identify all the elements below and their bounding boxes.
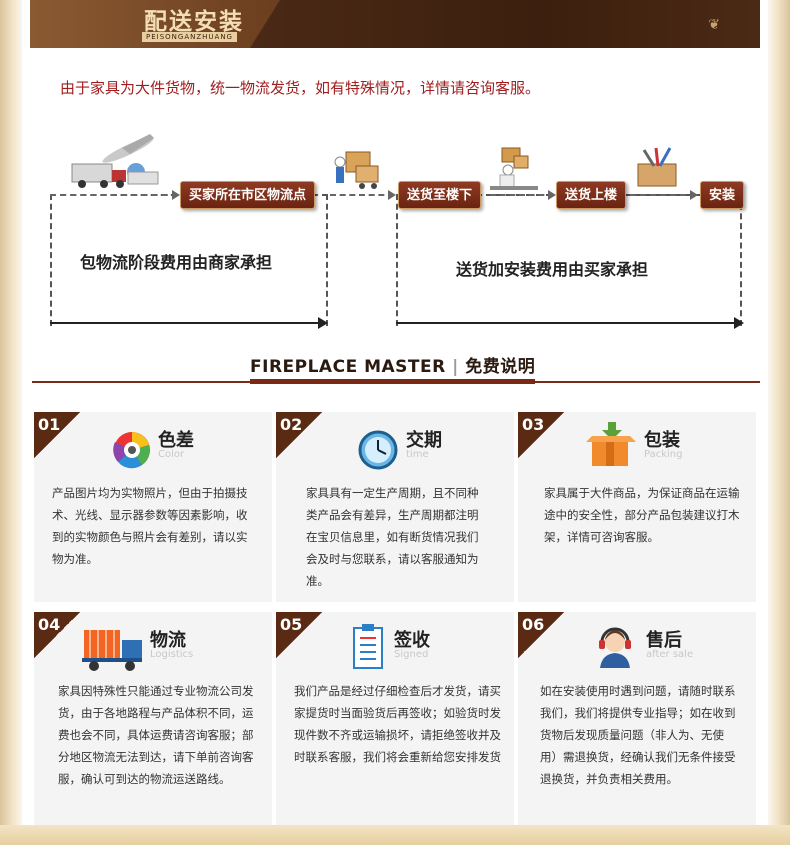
card-title: 色差 <box>158 430 194 451</box>
stair-carry-icon <box>490 147 538 190</box>
section-label: 免费说明 <box>465 357 536 377</box>
card-title: 交期 <box>406 430 442 451</box>
intro-notice: 由于家具为大件货物，统一物流发货，如有特殊情况，详情请咨询客服。 <box>60 79 541 97</box>
card-time: 02 交期 time 家具具有一定生产周期，且不同种类产品会有差异，生产周期都注… <box>276 412 514 602</box>
card-number-badge: 03 <box>518 412 564 458</box>
logistics-illustration-icon <box>71 134 159 188</box>
card-subtitle: Packing <box>644 449 683 460</box>
card-number-badge: 04 <box>34 612 80 658</box>
flow-note-left: 包物流阶段费用由商家承担 <box>80 253 273 272</box>
flow-arrow-right <box>396 317 744 329</box>
section-title: FIREPLACE MASTER | 免费说明 <box>250 352 536 384</box>
flow-step-2: 送货至楼下 <box>398 181 482 209</box>
card-number-badge: 06 <box>518 612 564 658</box>
card-after-sale: 06 售后 after sale 如在安装使用时遇到问题，请随时联系我们，我们将… <box>518 612 756 825</box>
banner-subtitle: PEISONGANZHUANG <box>142 32 237 42</box>
header-banner: 配送安装 PEISONGANZHUANG ❦ <box>30 0 760 48</box>
card-title: 签收 <box>394 630 430 651</box>
bottom-band <box>0 825 790 845</box>
delivery-worker-icon <box>334 151 379 189</box>
card-title: 包装 <box>644 430 680 451</box>
card-subtitle: after sale <box>646 649 694 660</box>
card-subtitle: Color <box>158 449 185 460</box>
flow-dash-2 <box>330 190 396 200</box>
flow-dash-3 <box>490 190 556 200</box>
flow-step-1: 买家所在市区物流点 <box>180 181 316 209</box>
tools-box-icon <box>637 147 677 187</box>
flow-dash-4 <box>630 190 698 200</box>
box-icon <box>586 422 636 466</box>
color-wheel-icon <box>113 432 150 469</box>
truck-icon <box>82 630 142 671</box>
card-body: 如在安装使用时遇到问题，请随时联系我们，我们将提供专业指导；如在收到货物后发现质… <box>540 684 736 786</box>
card-color: 01 色差 Color 产品图片均为实物照片，但由于拍摄技术、光线、显示器参数等… <box>34 412 272 602</box>
banner-title: 配送安装 <box>144 8 244 35</box>
flow-dash-1 <box>50 190 180 200</box>
card-subtitle: Logistics <box>150 649 194 660</box>
headset-agent-icon <box>599 627 631 668</box>
card-number-badge: 05 <box>276 612 322 658</box>
card-body: 产品图片均为实物照片，但由于拍摄技术、光线、显示器参数等因素影响，收到的实物颜色… <box>52 486 248 566</box>
section-divider <box>32 381 760 383</box>
card-packing: 03 包装 Packing 家具属于大件商品，为保证商品在运输途中的安全性，部分… <box>518 412 756 602</box>
card-signed: 05 签收 Signed 我们产品是经过仔细检查后才发货，请买家提货时当面验货后… <box>276 612 514 825</box>
section-brand: FIREPLACE MASTER <box>250 357 446 377</box>
ornament-icon: ❦ <box>708 17 720 33</box>
card-number-badge: 01 <box>34 412 80 458</box>
flow-note-right: 送货加安装费用由买家承担 <box>456 260 649 279</box>
flow-arrow-left <box>50 317 328 329</box>
card-body: 我们产品是经过仔细检查后才发货，请买家提货时当面验货后再签收；如验货时发现件数不… <box>294 684 501 764</box>
clipboard-icon <box>353 624 383 669</box>
card-subtitle: Signed <box>394 649 429 660</box>
card-logistics: 04 物流 Logistics 家具因特殊性只能通过专业物流公司发货，由于各地路… <box>34 612 272 825</box>
card-subtitle: time <box>406 449 429 460</box>
flow-step-4: 安装 <box>700 181 745 209</box>
card-body: 家具属于大件商品，为保证商品在运输途中的安全性，部分产品包装建议打木架，详情可咨… <box>544 486 740 544</box>
clock-icon <box>358 430 398 470</box>
card-number-badge: 02 <box>276 412 322 458</box>
card-title: 售后 <box>646 630 682 651</box>
card-body: 家具具有一定生产周期，且不同种类产品会有差异，生产周期都注明在宝贝信息里，如有断… <box>306 486 479 588</box>
card-title: 物流 <box>150 630 186 651</box>
flow-step-3: 送货上楼 <box>556 181 627 209</box>
card-body: 家具因特殊性只能通过专业物流公司发货，由于各地路程与产品体积不同，运费也会不同，… <box>58 684 254 786</box>
